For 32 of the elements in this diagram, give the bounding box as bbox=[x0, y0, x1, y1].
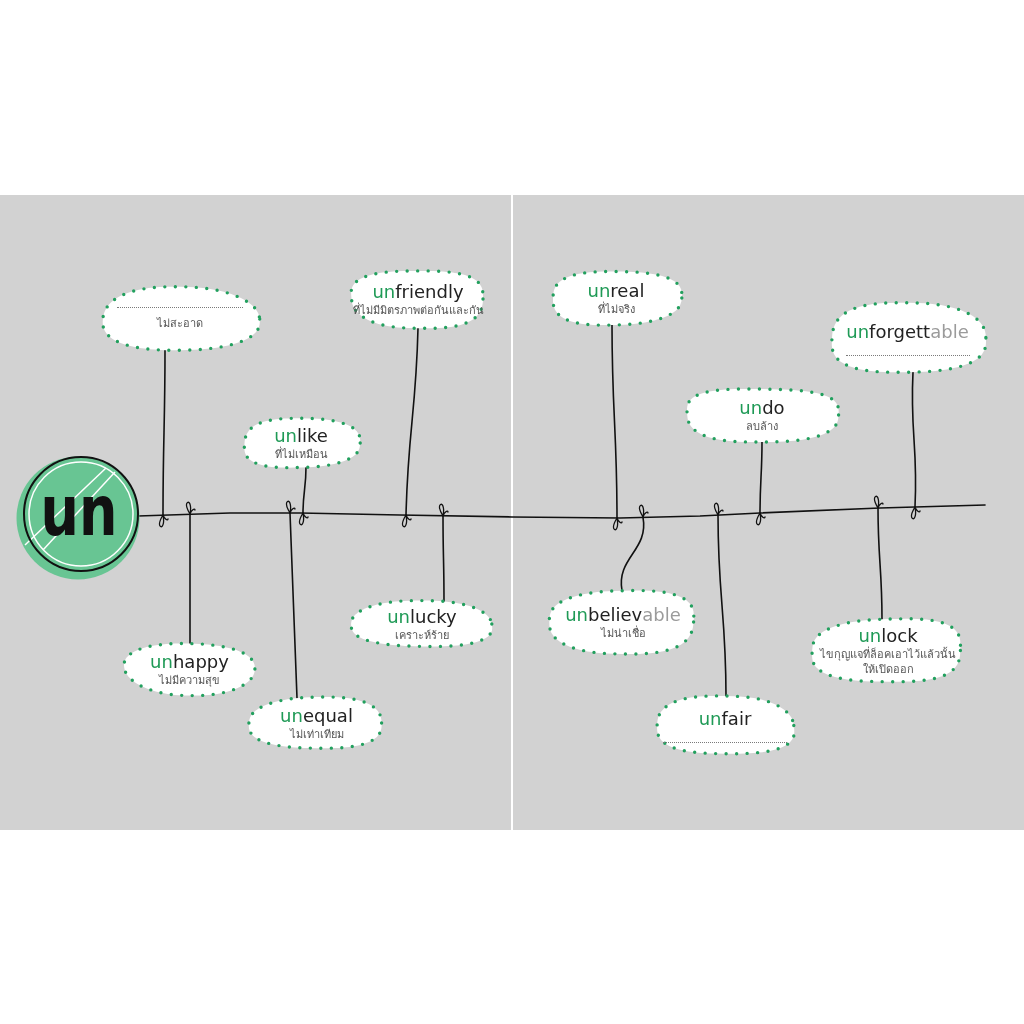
meaning-label: ที่ไม่เหมือน bbox=[274, 446, 328, 462]
hanging-string bbox=[717, 514, 727, 697]
meaning-label: ลบล้าง bbox=[746, 418, 778, 434]
hanging-string bbox=[911, 371, 917, 508]
meaning-label: ไม่น่าเชื่อ bbox=[600, 625, 646, 641]
hanging-string bbox=[620, 516, 645, 592]
hanging-string bbox=[162, 349, 166, 516]
meaning-label: ที่ไม่จริง bbox=[597, 301, 635, 317]
word-label: unforgettable bbox=[846, 320, 969, 343]
hanging-string bbox=[302, 466, 307, 514]
hanging-string bbox=[759, 441, 763, 514]
meaning-label: ไม่มีความสุข bbox=[159, 672, 220, 688]
word-label: unhappy bbox=[150, 650, 229, 673]
word-label: unbelievable bbox=[565, 603, 681, 625]
word-label: unequal bbox=[280, 704, 353, 727]
meaning-label: เคราะห์ร้าย bbox=[395, 627, 449, 643]
word-label: unfriendly bbox=[372, 280, 464, 302]
hanging-string bbox=[405, 327, 419, 516]
hanging-string bbox=[611, 324, 618, 519]
word-label: undo bbox=[739, 396, 785, 419]
word-label: unlucky bbox=[387, 605, 457, 628]
hanging-string bbox=[289, 512, 298, 699]
word-label: unreal bbox=[587, 279, 645, 301]
meaning-label: ไม่สะอาด bbox=[157, 316, 203, 331]
meaning-label: ที่ไม่มีมิตรภาพต่อกันและกัน bbox=[352, 302, 484, 318]
word-label: unlike bbox=[274, 424, 328, 446]
hanging-string bbox=[877, 507, 883, 620]
meaning-label: ไม่เท่าเทียม bbox=[289, 726, 344, 742]
meaning-label: ไขกุญแจที่ล็อคเอาไว้แล้วนั้นให้เปิดออก bbox=[818, 646, 957, 677]
hanging-string bbox=[442, 515, 445, 603]
word-label: unfair bbox=[698, 708, 752, 730]
word-label: unlock bbox=[858, 624, 918, 646]
